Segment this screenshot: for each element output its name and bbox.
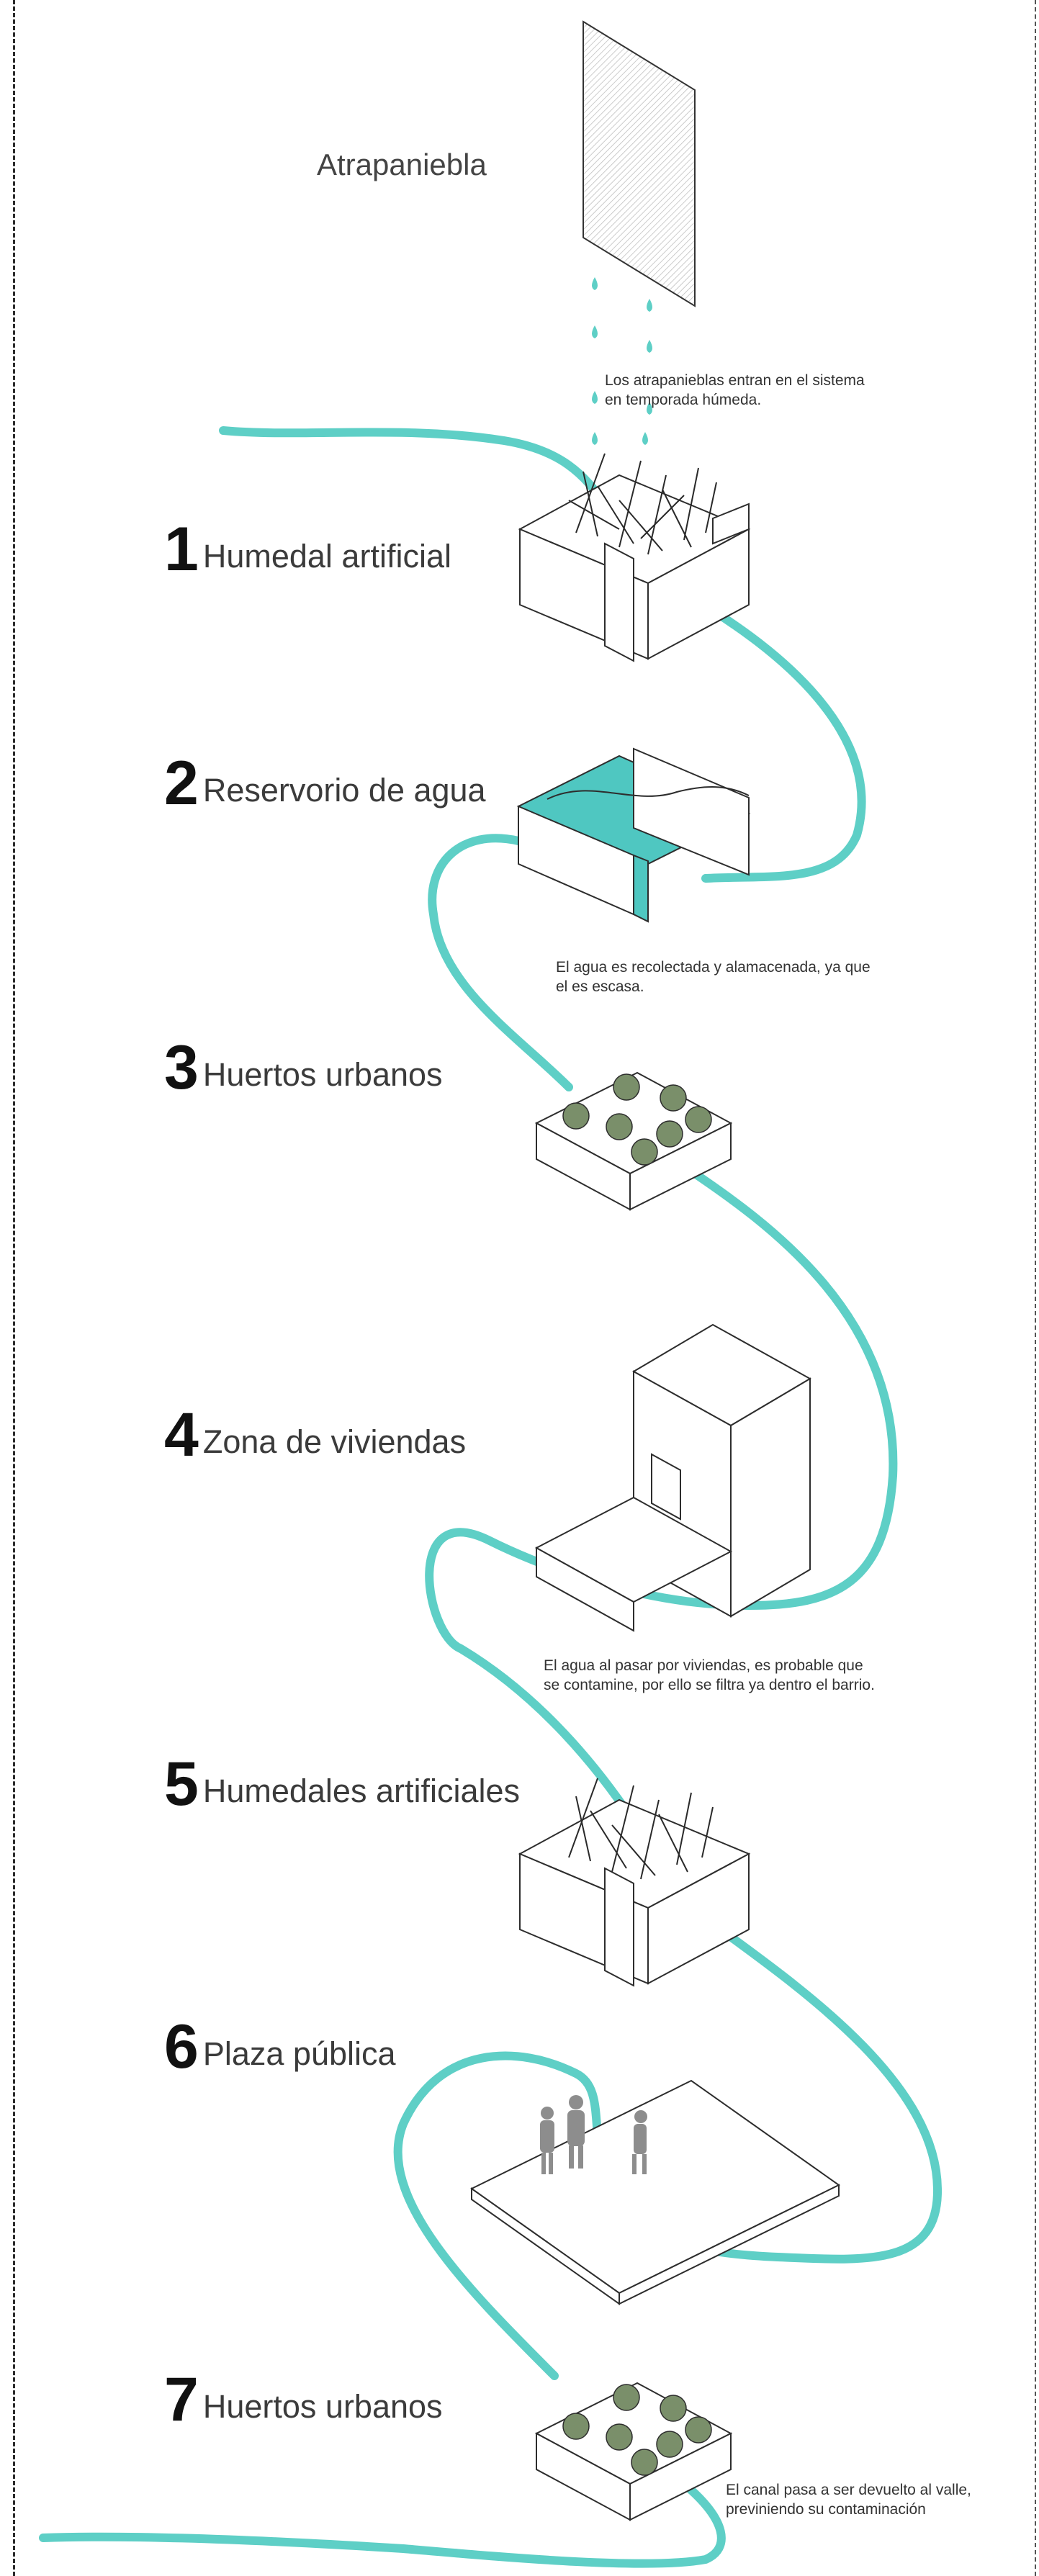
note-return-valley: El canal pasa a ser devuelto al valle, p… (726, 2482, 971, 2518)
step-label: Huertos urbanos (202, 1056, 443, 1093)
step-number: 3 (164, 1033, 199, 1102)
fog-catcher-panel (583, 20, 696, 307)
step-number: 4 (164, 1400, 199, 1469)
step-number: 1 (164, 515, 199, 584)
step-label: Humedal artificial (202, 538, 451, 575)
garden-plants-1 (562, 1073, 712, 1166)
step-label: Zona de viviendas (202, 1423, 467, 1460)
note-fog-catcher: Los atrapanieblas entran en el sistema e… (605, 372, 865, 408)
note-reservoir: El agua es recolectada y alamacenada, ya… (556, 959, 871, 995)
step-number: 6 (164, 2012, 199, 2081)
step-label: Huertos urbanos (202, 2388, 443, 2425)
reservoir-box (516, 747, 751, 923)
wetland-box-1 (518, 474, 751, 662)
wetland-box-2 (518, 1798, 751, 1987)
public-square (470, 2079, 840, 2305)
wetland-plants-2 (568, 1778, 714, 1880)
step-label: Humedales artificiales (202, 1773, 521, 1809)
main-title: Atrapaniebla (317, 148, 487, 181)
housing-block (534, 1323, 812, 1632)
step-label: Plaza pública (202, 2035, 396, 2072)
water-drops (592, 277, 652, 445)
step-label: Reservorio de agua (202, 772, 486, 809)
wetland-plants-1 (568, 453, 717, 555)
step-number: 5 (164, 1749, 199, 1819)
note-housing: El agua al pasar por viviendas, es proba… (544, 1657, 875, 1693)
step-number: 7 (164, 2365, 199, 2434)
garden-plants-2 (562, 2384, 712, 2476)
step-number: 2 (164, 749, 199, 818)
right-dashed-border (1035, 0, 1036, 2576)
left-dashed-border (13, 0, 15, 2576)
people-figures (540, 2095, 647, 2174)
